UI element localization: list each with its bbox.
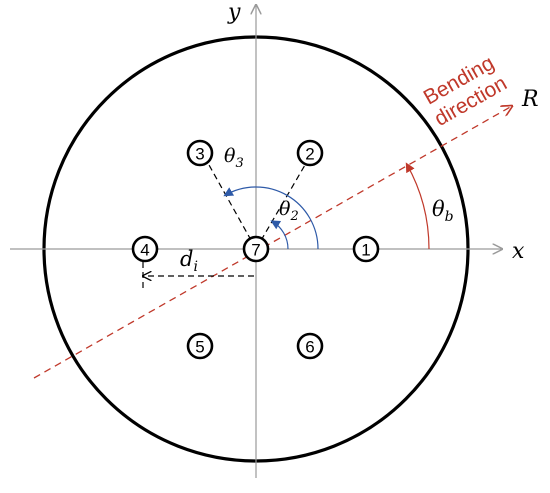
- core-6: 6: [296, 332, 324, 360]
- theta-2-main: θ: [279, 198, 291, 220]
- theta-b-subscript: b: [445, 209, 454, 225]
- core-2: 2: [296, 139, 324, 167]
- theta-b-main: θ: [432, 197, 445, 221]
- radius-line-core-2: [255, 164, 306, 250]
- theta-2-label: θ2: [279, 198, 299, 224]
- theta-3-subscript: 3: [235, 156, 243, 171]
- distance-subscript: i: [193, 259, 197, 275]
- core-label: 4: [140, 241, 149, 260]
- theta-b-arc: [405, 162, 430, 250]
- distance-main: d: [180, 247, 193, 271]
- distance-label: di: [180, 247, 198, 275]
- theta-2-arc: [270, 220, 289, 250]
- core-4: 4: [131, 235, 159, 263]
- bending-direction-label: Bending direction: [420, 51, 511, 131]
- theta-b-label: θb: [432, 197, 454, 225]
- theta-2-subscript: 2: [289, 209, 298, 224]
- x-axis-label: x: [512, 239, 525, 264]
- theta-3-main: θ: [224, 145, 236, 167]
- core-5: 5: [186, 332, 214, 360]
- core-3: 3: [186, 139, 214, 167]
- r-axis-label: R: [521, 87, 539, 112]
- core-label: 7: [251, 241, 260, 260]
- theta-3-arc: [223, 186, 319, 250]
- core-7-center: 7: [242, 235, 270, 263]
- radius-line-core-3: [208, 164, 257, 250]
- core-label: 6: [305, 338, 314, 357]
- bending-direction-line: [33, 106, 512, 379]
- core-label: 2: [305, 145, 314, 164]
- core-1: 1: [352, 235, 380, 263]
- theta-3-label: θ3: [224, 145, 244, 171]
- y-axis-label: y: [227, 0, 241, 25]
- core-label: 3: [195, 145, 204, 164]
- core-label: 5: [195, 338, 204, 357]
- core-label: 1: [361, 241, 370, 260]
